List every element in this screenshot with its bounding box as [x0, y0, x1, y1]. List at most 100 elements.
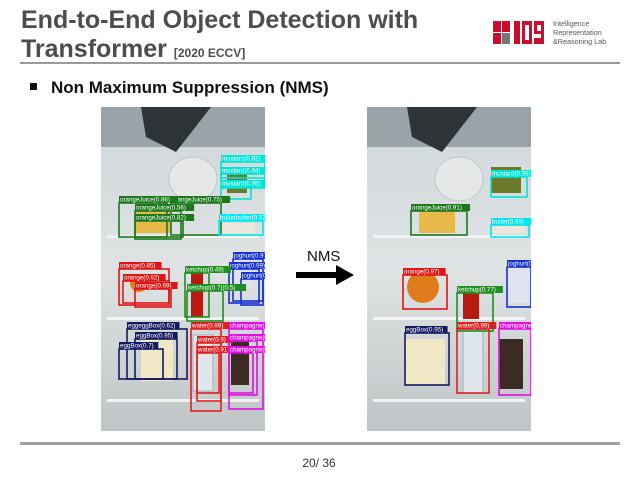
before-detection-ketchup: ketchup(0.7)(0.5) — [186, 284, 247, 322]
detection-label: orange(0.97) — [404, 269, 439, 276]
label-background — [457, 322, 497, 329]
detection-label: champagne(1.0) — [230, 323, 265, 330]
after-detection-mustard: mustard(0.99) — [490, 170, 531, 198]
before-detection-ketchup: ketchup(0.49) — [184, 266, 231, 318]
detection-label: orange(0.92) — [124, 275, 159, 282]
title-line-2-text: Transformer — [21, 35, 167, 63]
detection-label: mustard(0.95) — [222, 181, 261, 188]
detection-label: ketchup(0.7)(0.5) — [188, 285, 235, 292]
label-background — [499, 322, 531, 329]
label-background — [185, 266, 231, 273]
title-divider — [20, 62, 620, 64]
detection-label: joghurt(0.76) — [241, 273, 265, 280]
label-background — [191, 322, 231, 329]
label-background — [233, 252, 265, 259]
before-detection-mustard: mustard(0.95) — [220, 180, 265, 200]
label-background — [491, 170, 531, 177]
label-background — [229, 322, 265, 329]
detection-label: ketchup(0.49) — [186, 267, 224, 274]
after-detection-joghurt: joghurt(0.99) — [506, 260, 531, 308]
before-detection-butter: butterbutter(0.92) — [218, 214, 265, 236]
label-background — [221, 155, 265, 162]
irs-logo-mark-icon — [493, 21, 544, 44]
label-background — [241, 272, 265, 279]
detection-label: mustard(0.94) — [222, 168, 261, 175]
fridge-photo-before: mustard(0.82) mustard(0.94) mustard(0.95) o… — [101, 107, 265, 431]
detection-label: eggeggBox(0.62) — [128, 323, 175, 330]
label-background — [457, 286, 503, 293]
label-background — [119, 262, 162, 269]
label-background — [405, 326, 448, 333]
logo-text-line-3: &Reasoning Lab — [553, 37, 607, 46]
label-background — [171, 196, 231, 203]
detection-label: joghurt(0.97) — [233, 253, 265, 260]
label-background — [229, 262, 265, 269]
label-background — [135, 204, 195, 211]
detection-label: eggBox(0.95) — [406, 327, 443, 334]
detection-label: water(0.99) — [457, 323, 489, 330]
page-number: 20/ 36 — [302, 456, 336, 470]
detection-label: butter(0.99) — [492, 219, 524, 226]
nms-arrow-label: NMS — [307, 248, 341, 265]
logo-text-line-2: Representation — [553, 28, 602, 37]
label-background — [119, 196, 179, 203]
image-before-nms: mustard(0.82) mustard(0.94) mustard(0.95) o… — [101, 107, 265, 431]
title-venue: [2020 ECCV] — [173, 46, 246, 60]
after-detection-butter: butter(0.99) — [490, 218, 531, 238]
detection-label: eggBox(0.95) — [136, 333, 173, 340]
detection-label: orangeJuice(0.56) — [136, 205, 186, 212]
label-background — [197, 336, 233, 343]
square-bullet-icon — [30, 83, 37, 90]
before-detection-orange: orange(0.69) — [134, 282, 178, 308]
label-background — [119, 342, 159, 349]
after-detection-eggBox: eggBox(0.95) — [404, 326, 450, 386]
before-detection-orangeJuice: orangeJuice(0.82) — [134, 214, 195, 238]
label-background — [127, 322, 180, 329]
detection-label: champagne(1.0) — [500, 323, 531, 330]
detection-label: eggBox(0.7) — [120, 343, 154, 350]
detection-label: orangeJuice(0.86) — [120, 197, 170, 204]
detection-label: water(0.99) — [191, 323, 223, 330]
detection-label: joghurt(0.99) — [507, 261, 531, 268]
label-background — [135, 214, 195, 221]
label-background — [221, 167, 265, 174]
detection-label: orangeJuice(0.75) — [172, 197, 222, 204]
slide-title: End-to-End Object Detection with Transfo… — [21, 6, 471, 68]
label-background — [221, 180, 265, 187]
detection-label: orange(0.85) — [120, 263, 155, 270]
detection-label: mustard(0.82) — [222, 156, 261, 163]
lab-logo: Intelligence Representation &Reasoning L… — [493, 18, 628, 48]
detection-label: orange(0.69) — [136, 283, 171, 290]
fridge-photo-after: mustard(0.99) orangeJuice(0.91) butter(0.9… — [367, 107, 531, 431]
label-background — [135, 282, 178, 289]
after-detection-champagne: champagne(1.0) — [498, 322, 531, 396]
detection-label: orangeJuice(0.82) — [136, 215, 186, 222]
detection-label: water(0.91) — [197, 347, 229, 354]
label-background — [403, 268, 446, 275]
detection-label: champagne(0.5) — [230, 347, 265, 354]
logo-text: Intelligence Representation &Reasoning L… — [553, 19, 606, 46]
before-detection-joghurt: joghurt(0.76) — [240, 272, 265, 306]
detection-label: orangeJuice(0.91) — [412, 205, 462, 212]
label-background — [507, 260, 531, 267]
detection-label: butterbutter(0.92) — [220, 215, 265, 222]
title-line-1: End-to-End Object Detection with — [21, 6, 419, 34]
before-detection-water: water(0.91) — [196, 346, 237, 394]
label-background — [229, 346, 265, 353]
detection-label: champagne(0.9) — [230, 335, 265, 342]
after-detection-ketchup: ketchup(0.77) — [456, 286, 503, 332]
right-arrow-icon — [296, 265, 354, 285]
before-detection-eggBox: eggBox(0.7) — [118, 342, 164, 380]
detection-label: water(0.9) — [197, 337, 226, 344]
bullet-text: Non Maximum Suppression (NMS) — [51, 78, 329, 97]
image-after-nms: mustard(0.99) orangeJuice(0.91) butter(0.9… — [367, 107, 531, 431]
after-detection-orange: orange(0.97) — [402, 268, 448, 310]
logo-text-line-1: Intelligence — [553, 19, 590, 28]
label-background — [491, 218, 531, 225]
detection-label: joghurt(0.99) — [229, 263, 265, 270]
before-detection-orange: orange(0.92) — [122, 274, 170, 304]
label-background — [219, 214, 265, 221]
detection-label: mustard(0.99) — [492, 171, 531, 178]
title-line-2: Transformer [2020 ECCV] — [21, 35, 471, 68]
footer-divider — [20, 442, 620, 445]
